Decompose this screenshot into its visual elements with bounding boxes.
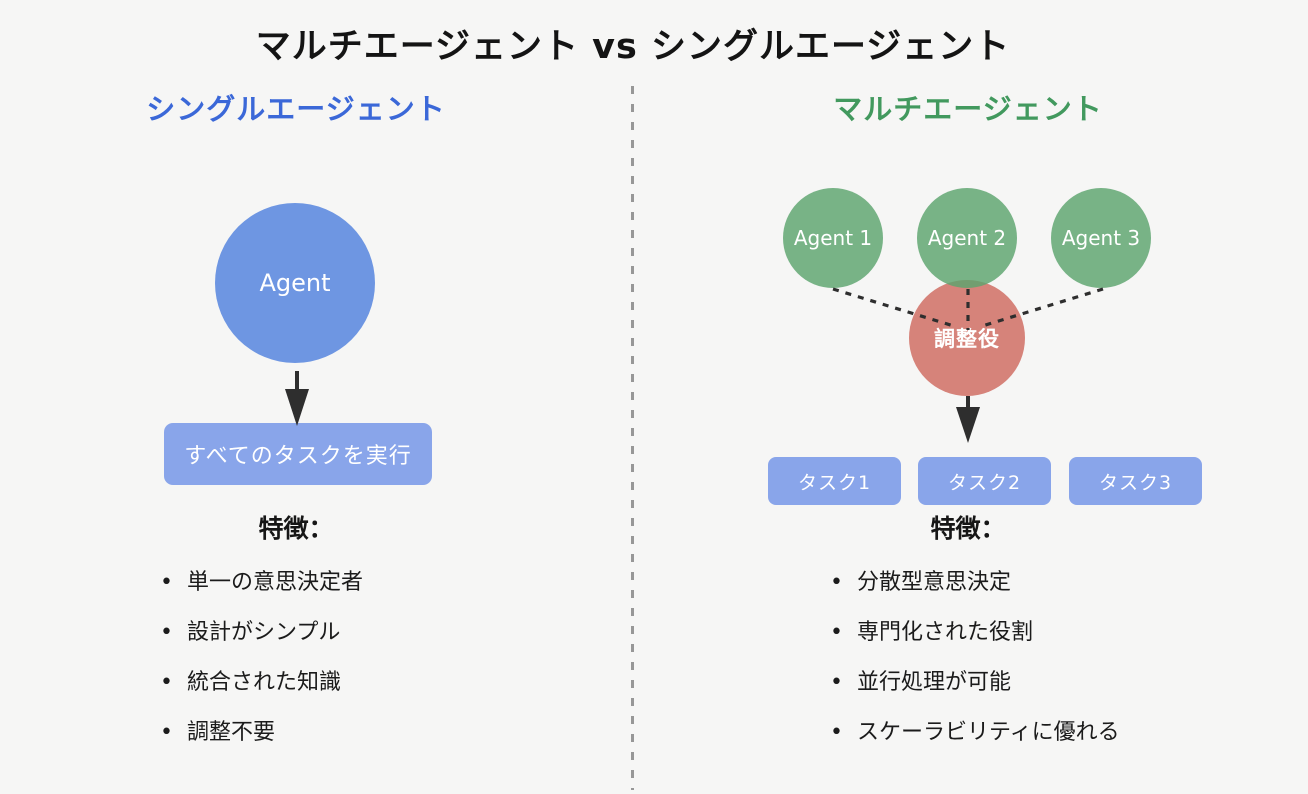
single-agent-feature-list: 単一の意思決定者 設計がシンプル 統合された知識 調整不要 bbox=[160, 558, 363, 758]
agent-2-circle: Agent 2 bbox=[917, 188, 1017, 288]
list-item: 並行処理が可能 bbox=[830, 658, 1120, 708]
task-2-label: タスク2 bbox=[947, 471, 1022, 494]
multi-agent-features-title: 特徴： bbox=[930, 514, 1006, 543]
agent-1-circle-label: Agent 1 bbox=[793, 226, 873, 250]
agent-1-circle: Agent 1 bbox=[783, 188, 883, 288]
list-item: 設計がシンプル bbox=[160, 608, 363, 658]
down-arrow-left bbox=[285, 371, 309, 426]
vertical-dashed-divider bbox=[631, 86, 634, 790]
down-arrow-right bbox=[956, 396, 980, 443]
task-1-box: タスク1 bbox=[768, 457, 901, 505]
agent-3-circle-label: Agent 3 bbox=[1061, 226, 1141, 250]
page-title: マルチエージェント vs シングルエージェント bbox=[255, 27, 1011, 67]
multi-agent-feature-list: 分散型意思決定 専門化された役割 並行処理が可能 スケーラビリティに優れる bbox=[830, 558, 1120, 758]
list-item: 分散型意思決定 bbox=[830, 558, 1120, 608]
list-item: スケーラビリティに優れる bbox=[830, 708, 1120, 758]
single-agent-circle-label: Agent bbox=[259, 269, 331, 297]
task-1-label: タスク1 bbox=[797, 471, 872, 494]
execute-all-tasks-box: すべてのタスクを実行 bbox=[164, 423, 432, 485]
single-agent-features-title: 特徴： bbox=[258, 514, 334, 543]
list-item: 専門化された役割 bbox=[830, 608, 1120, 658]
execute-all-tasks-label: すべてのタスクを実行 bbox=[184, 444, 412, 469]
task-3-label: タスク3 bbox=[1098, 471, 1173, 494]
coordinator-circle-label: 調整役 bbox=[934, 327, 1000, 351]
list-item: 単一の意思決定者 bbox=[160, 558, 363, 608]
single-agent-circle: Agent bbox=[215, 203, 375, 363]
task-3-box: タスク3 bbox=[1069, 457, 1202, 505]
agent-2-circle-label: Agent 2 bbox=[927, 226, 1007, 250]
list-item: 調整不要 bbox=[160, 708, 363, 758]
single-agent-heading: シングルエージェント bbox=[146, 92, 446, 126]
coordinator-circle: 調整役 bbox=[909, 280, 1025, 396]
task-2-box: タスク2 bbox=[918, 457, 1051, 505]
multi-agent-heading: マルチエージェント bbox=[833, 92, 1103, 126]
agent-3-circle: Agent 3 bbox=[1051, 188, 1151, 288]
list-item: 統合された知識 bbox=[160, 658, 363, 708]
